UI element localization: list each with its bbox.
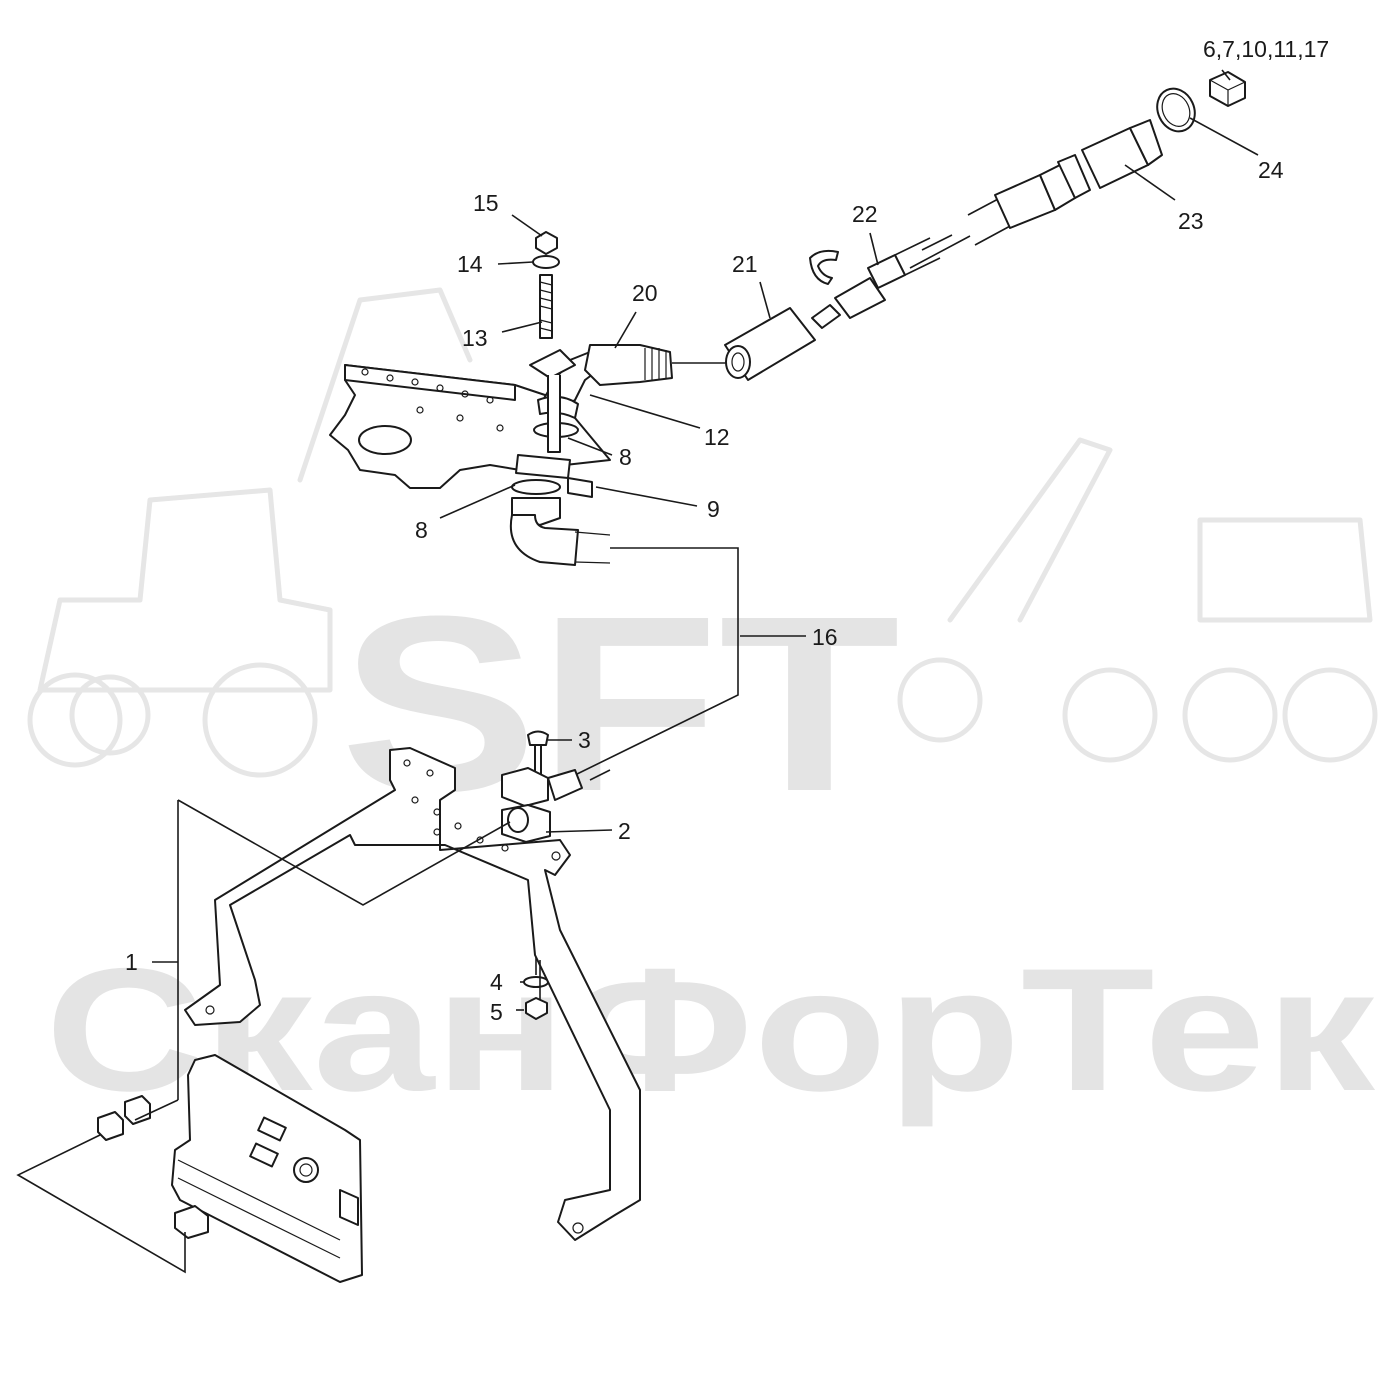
callout-16: 16 [812,624,838,650]
callout-8-lower: 8 [415,517,428,543]
callout-5: 5 [490,999,503,1025]
leader-lines [152,69,1259,1011]
callout-labels: 1 2 3 4 5 6,7,10,11,17 8 8 9 12 13 14 15… [125,36,1329,1025]
callout-12: 12 [704,424,730,450]
callout-15: 15 [473,190,499,216]
callout-8-upper: 8 [619,444,632,470]
coupler-21 [672,307,816,381]
callout-9: 9 [707,496,720,522]
hose-16 [574,547,739,781]
callout-20: 20 [632,280,658,306]
control-module [171,1054,363,1283]
connectors [97,1095,209,1239]
excavator-watermark-icon [897,437,1378,763]
callout-1: 1 [125,949,138,975]
elbow-fittings [515,344,673,479]
hose-fittings-23-24 [967,71,1246,246]
callout-13: 13 [462,325,488,351]
harness-lines [16,799,511,1274]
stud-assembly [532,231,560,339]
callout-3: 3 [578,727,591,753]
watermark: SFT СканФорТек [27,287,1378,1128]
callout-2: 2 [618,818,631,844]
hose-fitting-22 [809,234,971,329]
tractor-watermark-icon [27,287,473,778]
callout-21: 21 [732,251,758,277]
callout-24: 24 [1258,157,1284,183]
main-bracket [184,747,641,1241]
callout-14: 14 [457,251,483,277]
callout-4: 4 [490,969,503,995]
lower-elbow [509,477,611,566]
washer-nut-4-5 [523,945,549,1020]
callout-22: 22 [852,201,878,227]
callout-23: 23 [1178,208,1204,234]
callout-6-7-10-11-17: 6,7,10,11,17 [1203,36,1329,62]
